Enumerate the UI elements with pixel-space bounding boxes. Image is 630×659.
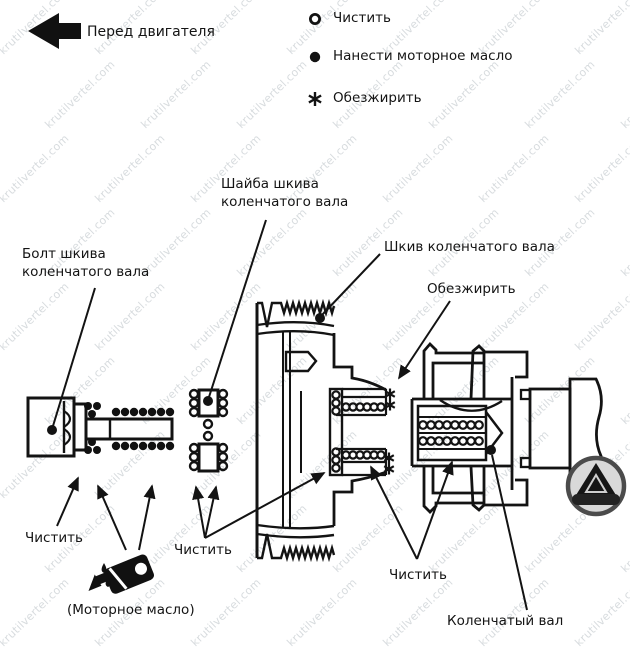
crankshaft <box>410 341 529 514</box>
clean-circles-washer <box>188 388 229 472</box>
legend-item-oil: Нанести моторное масло <box>306 47 513 65</box>
callout-clean-washer: Чистить <box>174 542 232 558</box>
oil-filled-circle-icon <box>309 51 321 63</box>
pulley-bolt <box>26 396 174 458</box>
front-of-engine-label: Перед двигателя <box>87 24 215 40</box>
legend-label: Чистить <box>333 10 391 26</box>
callout-bolt: Болт шкива коленчатого вала <box>22 246 150 280</box>
oil-can-icon <box>88 554 154 594</box>
callout-oil-note: (Моторное масло) <box>67 602 195 618</box>
callout-degrease: Обезжирить <box>427 281 516 297</box>
leader-lines-arrows <box>56 300 454 560</box>
callout-clean-crank: Чистить <box>389 567 447 583</box>
clean-circles-crank-bore <box>418 420 484 446</box>
legend-item-clean: Чистить <box>306 9 391 27</box>
clean-open-circle-icon <box>309 13 321 25</box>
callout-pulley: Шкив коленчатого вала <box>384 239 555 255</box>
legend-label: Обезжирить <box>333 90 422 106</box>
legend-item-degrease: Обезжирить <box>306 89 422 107</box>
brand-badge <box>565 455 627 517</box>
front-direction-arrow-icon <box>28 13 81 49</box>
oil-dots-bolt-threads <box>84 402 175 454</box>
callout-washer: Шайба шкива коленчатого вала <box>221 176 349 210</box>
degrease-asterisks <box>383 388 396 475</box>
degrease-asterisk-icon <box>308 92 322 106</box>
clean-circles-pulley-hub <box>331 390 386 473</box>
crank-pulley <box>255 298 388 563</box>
callout-crankshaft: Коленчатый вал <box>447 613 564 629</box>
leader-lines-dotted <box>47 219 528 611</box>
callout-clean-bolt: Чистить <box>25 530 83 546</box>
legend-label: Нанести моторное масло <box>333 48 513 64</box>
